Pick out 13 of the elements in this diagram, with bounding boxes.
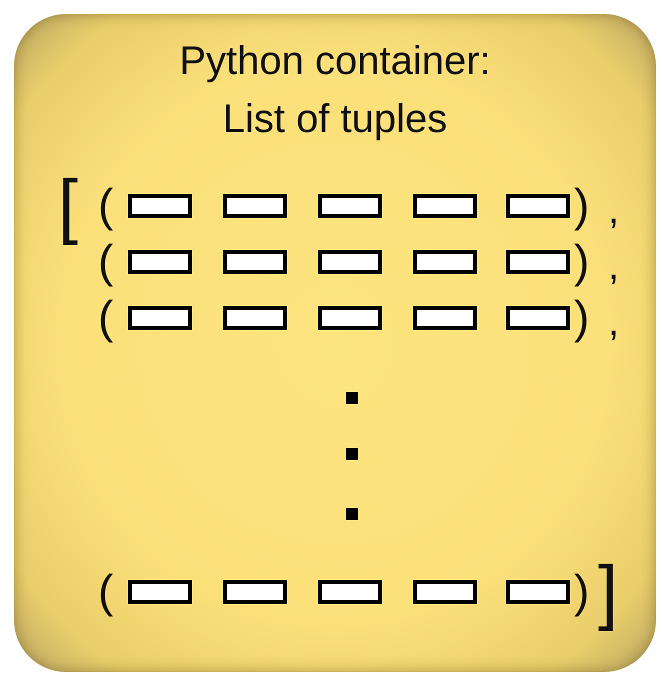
open-paren: ( [98, 568, 114, 614]
panel-title: Python container: List of tuples [178, 38, 492, 143]
comma: , [608, 190, 620, 230]
comma: , [608, 302, 620, 342]
close-paren: ) [574, 182, 590, 228]
comma: , [608, 246, 620, 286]
open-paren: ( [98, 182, 114, 228]
container-panel [14, 14, 656, 672]
close-paren: ) [574, 294, 590, 340]
open-paren: ( [98, 238, 114, 284]
close-paren: ) [574, 238, 590, 284]
open-paren: ( [98, 294, 114, 340]
close-paren: ) [574, 568, 590, 614]
